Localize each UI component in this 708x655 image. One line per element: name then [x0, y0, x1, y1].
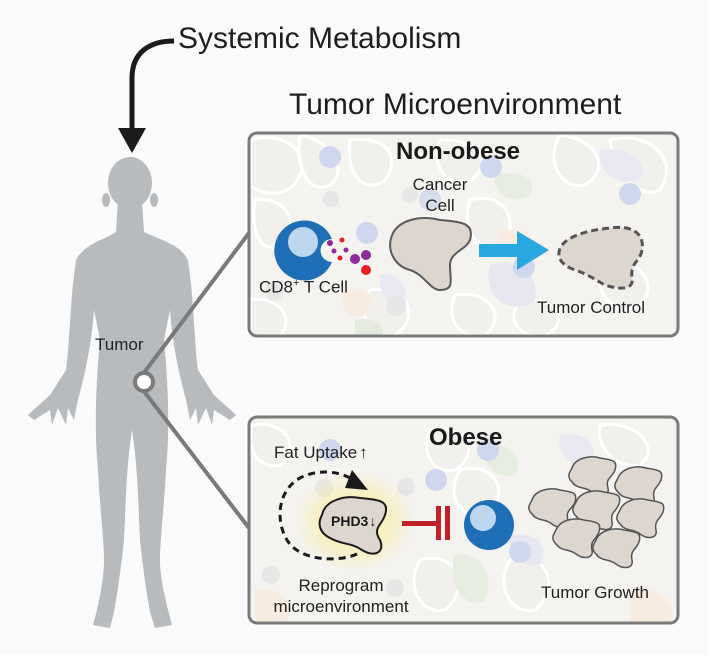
tumor-label: Tumor	[95, 335, 144, 354]
cancer-cell-label-line2: Cell	[425, 196, 455, 215]
reprogram-line2: microenvironment	[273, 597, 409, 616]
tumor-microenvironment-title: Tumor Microenvironment	[289, 88, 622, 121]
cd8-t-cell-label: CD8+ T Cell	[259, 273, 348, 298]
connector-line-bottom	[141, 388, 251, 530]
non-obese-heading: Non-obese	[396, 138, 521, 165]
panel-obese	[247, 415, 680, 625]
phd3-label: PHD3↓	[331, 513, 376, 529]
controlled-tumor-cell	[557, 225, 644, 290]
human-body-silhouette	[28, 157, 236, 628]
phd3-text: PHD3	[331, 513, 369, 529]
cancer-cell-label: Cancer Cell	[410, 174, 470, 216]
cancer-cell	[389, 217, 472, 292]
fat-uptake-label: Fat Uptake↑	[274, 442, 368, 463]
tumor-control-label: Tumor Control	[537, 298, 646, 317]
reprogram-cycle-arrow	[278, 470, 358, 561]
cytotoxic-granules	[327, 237, 371, 275]
cd8-t-cell	[274, 220, 332, 281]
suppressed-t-cell	[464, 500, 514, 550]
cd8-superscript: +	[293, 277, 300, 289]
progression-arrow	[479, 231, 549, 270]
reprogram-cycle-arrowhead	[345, 470, 368, 490]
cancer-cell-label-line1: Cancer	[412, 175, 468, 194]
obese-heading: Obese	[429, 424, 503, 451]
systemic-arrowhead	[118, 128, 146, 153]
fat-uptake-text: Fat Uptake	[274, 443, 358, 462]
reprogram-line1: Reprogram	[298, 576, 384, 595]
reprogram-label: Reprogram microenvironment	[256, 575, 426, 617]
systemic-arrow	[129, 38, 175, 135]
tumor-site-marker	[133, 371, 155, 393]
up-arrow-icon: ↑	[359, 443, 368, 462]
inhibition-symbol	[402, 506, 450, 540]
tumor-growth-label: Tumor Growth	[541, 583, 650, 602]
down-arrow-icon: ↓	[369, 513, 377, 529]
tissue-background-top	[249, 133, 668, 336]
cd8-text: CD8	[259, 277, 294, 297]
obese-cancer-cell	[318, 496, 388, 555]
tumor-growth-cluster	[528, 456, 665, 569]
panel-non-obese	[247, 131, 680, 338]
connector-line-top	[141, 231, 251, 376]
systemic-metabolism-label: Systemic Metabolism	[178, 22, 462, 55]
t-cell-text: T Cell	[299, 277, 348, 297]
